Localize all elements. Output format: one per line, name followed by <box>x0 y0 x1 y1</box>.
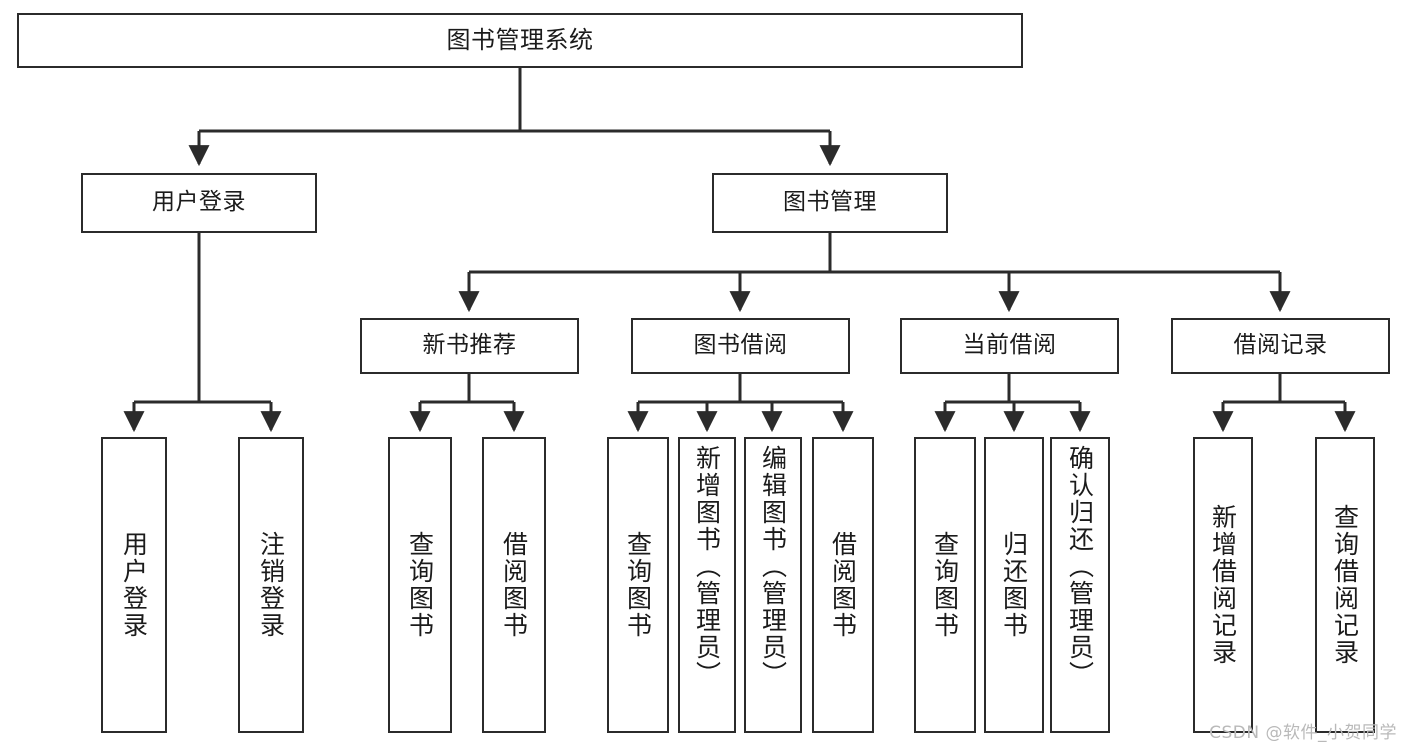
node-label: 用户登录 <box>152 189 246 216</box>
leaf-user-login[interactable]: 用户登录 <box>101 437 167 733</box>
leaf-logout[interactable]: 注销登录 <box>238 437 304 733</box>
leaf-query-book-recommend[interactable]: 查询图书 <box>388 437 452 733</box>
node-label: 新书推荐 <box>422 332 517 359</box>
node-label: 用户登录 <box>119 531 149 639</box>
leaf-borrow-book[interactable]: 借阅图书 <box>812 437 874 733</box>
node-label: 图书管理 <box>783 189 877 216</box>
leaf-edit-book-admin[interactable]: 编辑图书（管理员） <box>744 437 802 733</box>
node-current-borrow[interactable]: 当前借阅 <box>900 318 1119 374</box>
leaf-confirm-return-admin[interactable]: 确认归还（管理员） <box>1050 437 1110 733</box>
node-label: 当前借阅 <box>962 332 1057 359</box>
node-label: 新增借阅记录 <box>1208 504 1238 666</box>
leaf-add-book-admin[interactable]: 新增图书（管理员） <box>678 437 736 733</box>
leaf-query-book-current[interactable]: 查询图书 <box>914 437 976 733</box>
node-label: 查询图书 <box>405 531 435 639</box>
node-user-login[interactable]: 用户登录 <box>81 173 317 233</box>
node-label: 新增图书（管理员） <box>692 445 722 688</box>
watermark: CSDN @软件_小贺同学 <box>1209 723 1397 743</box>
node-new-book-recommend[interactable]: 新书推荐 <box>360 318 579 374</box>
node-label: 注销登录 <box>256 531 286 639</box>
node-label: 编辑图书（管理员） <box>758 445 788 688</box>
leaf-add-borrow-record[interactable]: 新增借阅记录 <box>1193 437 1253 733</box>
node-label: 查询图书 <box>930 531 960 639</box>
leaf-query-borrow-record[interactable]: 查询借阅记录 <box>1315 437 1375 733</box>
node-borrow-records[interactable]: 借阅记录 <box>1171 318 1390 374</box>
node-label: 借阅图书 <box>499 531 529 639</box>
node-book-borrow[interactable]: 图书借阅 <box>631 318 850 374</box>
node-label: 查询图书 <box>623 531 653 639</box>
node-label: 确认归还（管理员） <box>1065 445 1095 688</box>
node-root-system[interactable]: 图书管理系统 <box>17 13 1023 68</box>
node-label: 归还图书 <box>999 531 1029 639</box>
node-label: 图书管理系统 <box>446 26 594 55</box>
node-label: 借阅记录 <box>1233 332 1328 359</box>
node-book-management[interactable]: 图书管理 <box>712 173 948 233</box>
node-label: 图书借阅 <box>693 332 788 359</box>
node-label: 查询借阅记录 <box>1330 504 1360 666</box>
node-label: 借阅图书 <box>828 531 858 639</box>
leaf-return-book[interactable]: 归还图书 <box>984 437 1044 733</box>
leaf-borrow-book-recommend[interactable]: 借阅图书 <box>482 437 546 733</box>
leaf-query-book-borrow[interactable]: 查询图书 <box>607 437 669 733</box>
